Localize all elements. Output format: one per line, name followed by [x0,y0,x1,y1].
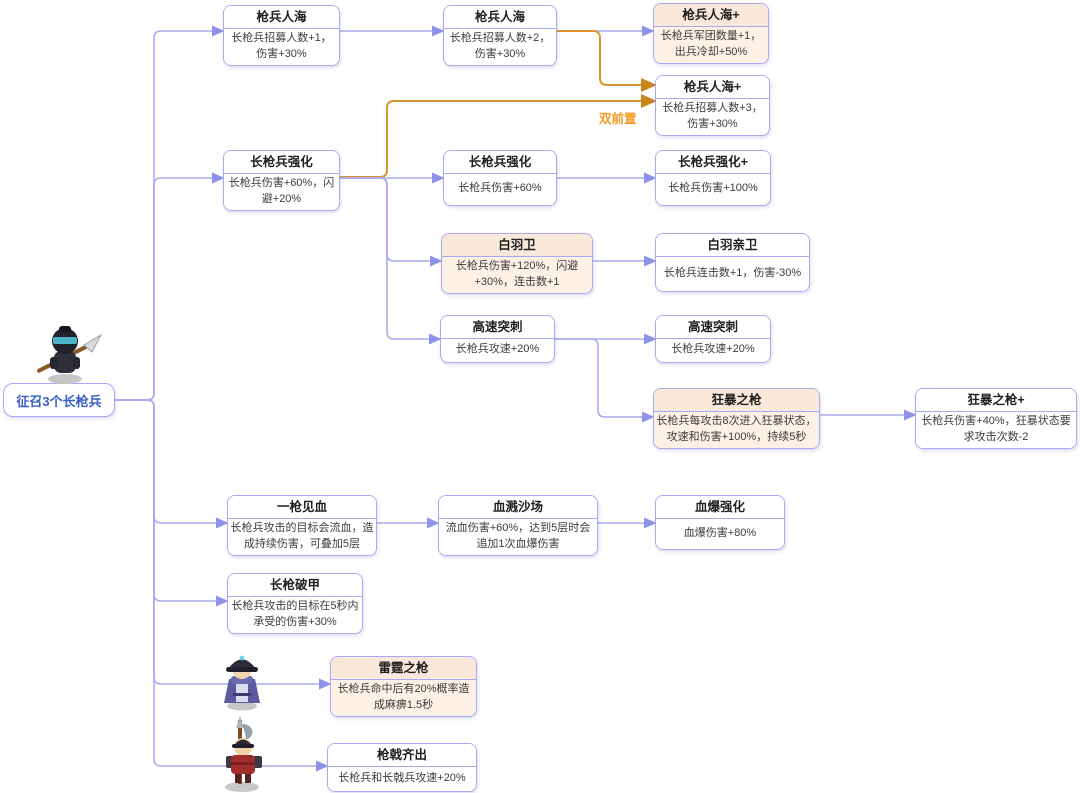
skill-node-desc: 长枪兵命中后有20%概率造成麻痹1.5秒 [331,680,476,717]
skill-node-n3[interactable]: 枪兵人海+长枪兵军团数量+1，出兵冷却+50% [653,3,769,65]
edge-n5-n10 [340,177,442,345]
skill-node-desc: 长枪兵连击数+1，伤害-30% [656,257,809,291]
edge-root-n19 [115,399,329,772]
skill-node-desc: 长枪兵和长戟兵攻速+20% [328,767,476,791]
skill-node-desc: 长枪兵伤害+100% [656,174,770,205]
halberdier-character-icon [212,716,270,793]
skill-node-title: 白羽亲卫 [656,234,809,258]
mage-character-icon [219,648,265,712]
skill-node-title: 枪兵人海+ [656,76,769,100]
skill-node-n7[interactable]: 长枪兵强化+长枪兵伤害+100% [655,150,771,206]
skill-node-title: 血爆强化 [656,496,784,520]
skill-node-n1[interactable]: 枪兵人海长枪兵招募人数+1，伤害+30% [223,5,340,67]
skill-node-n9[interactable]: 白羽亲卫长枪兵连击数+1，伤害-30% [655,233,810,292]
edge-n5-n4 [340,94,657,178]
skill-node-desc: 长枪兵伤害+60%，闪避+20% [224,174,339,211]
skill-node-desc: 长枪兵攻击的目标在5秒内承受的伤害+30% [228,597,362,634]
skill-node-title: 白羽卫 [442,234,592,258]
skill-node-title: 枪兵人海 [224,6,339,30]
skill-node-n14[interactable]: 一枪见血长枪兵攻击的目标会流血，造成持续伤害，可叠加5层 [227,495,377,557]
skill-node-n2[interactable]: 枪兵人海长枪兵招募人数+2，伤害+30% [443,5,557,67]
edge-n2-n4 [557,30,657,92]
skill-node-title: 枪戟齐出 [328,744,476,768]
skill-node-desc: 长枪兵攻速+20% [441,339,554,362]
skill-node-n15[interactable]: 血溅沙场流血伤害+60%，达到5层时会追加1次血爆伤害 [438,495,598,557]
skill-node-desc: 血爆伤害+80% [656,519,784,549]
skill-node-title: 狂暴之枪+ [916,389,1076,413]
skill-node-title: 一枪见血 [228,496,376,520]
skill-node-n8[interactable]: 白羽卫长枪兵伤害+120%，闪避+30%，连击数+1 [441,233,593,295]
skill-node-desc: 长枪兵伤害+120%，闪避+30%，连击数+1 [442,257,592,294]
skill-node-title: 血溅沙场 [439,496,597,520]
skill-node-n13[interactable]: 狂暴之枪+长枪兵伤害+40%，狂暴状态要求攻击次数-2 [915,388,1077,450]
edge-root-n17 [115,399,229,607]
edge-root-n5 [115,172,225,401]
root-node-summon-spearmen[interactable]: 征召3个长枪兵 [3,383,115,417]
skill-node-n19[interactable]: 枪戟齐出长枪兵和长戟兵攻速+20% [327,743,477,792]
skill-node-desc: 长枪兵伤害+60% [444,174,556,205]
skill-node-desc: 长枪兵招募人数+3，伤害+30% [656,99,769,136]
skill-node-desc: 长枪兵伤害+40%，狂暴状态要求攻击次数-2 [916,412,1076,449]
skill-node-n17[interactable]: 长枪破甲长枪兵攻击的目标在5秒内承受的伤害+30% [227,573,363,635]
skill-node-desc: 长枪兵军团数量+1，出兵冷却+50% [654,27,768,64]
skill-node-n16[interactable]: 血爆强化血爆伤害+80% [655,495,785,550]
skill-node-desc: 长枪兵攻击的目标会流血，造成持续伤害，可叠加5层 [228,519,376,556]
edge-n10-n12 [555,338,655,423]
skill-node-title: 枪兵人海+ [654,4,768,28]
dual-prerequisite-label: 双前置 [599,112,637,126]
skill-node-desc: 长枪兵攻速+20% [656,339,770,362]
skill-node-title: 长枪破甲 [228,574,362,598]
skill-node-n5[interactable]: 长枪兵强化长枪兵伤害+60%，闪避+20% [223,150,340,212]
skill-node-title: 狂暴之枪 [654,389,819,413]
skill-node-title: 高速突刺 [656,316,770,340]
skill-node-title: 枪兵人海 [444,6,556,30]
skill-node-n10[interactable]: 高速突刺长枪兵攻速+20% [440,315,555,363]
skill-node-n4[interactable]: 枪兵人海+长枪兵招募人数+3，伤害+30% [655,75,770,137]
skill-node-title: 长枪兵强化 [444,151,556,175]
skill-node-desc: 长枪兵招募人数+2，伤害+30% [444,29,556,66]
root-node-label: 征召3个长枪兵 [16,393,102,409]
skill-node-desc: 长枪兵每攻击8次进入狂暴状态，攻速和伤害+100%，持续5秒 [654,412,819,449]
skill-node-title: 高速突刺 [441,316,554,340]
skill-node-n11[interactable]: 高速突刺长枪兵攻速+20% [655,315,771,363]
spearman-character-icon [26,324,104,386]
skill-node-title: 雷霆之枪 [331,657,476,681]
skill-node-title: 长枪兵强化+ [656,151,770,175]
skill-node-title: 长枪兵强化 [224,151,339,175]
edge-root-n1 [115,25,225,401]
edge-root-n14 [115,399,229,529]
skill-node-n18[interactable]: 雷霆之枪长枪兵命中后有20%概率造成麻痹1.5秒 [330,656,477,718]
edge-n5-n8 [340,177,443,267]
skill-node-n12[interactable]: 狂暴之枪长枪兵每攻击8次进入狂暴状态，攻速和伤害+100%，持续5秒 [653,388,820,450]
skill-node-desc: 长枪兵招募人数+1，伤害+30% [224,29,339,66]
skill-node-desc: 流血伤害+60%，达到5层时会追加1次血爆伤害 [439,519,597,556]
skill-node-n6[interactable]: 长枪兵强化长枪兵伤害+60% [443,150,557,206]
